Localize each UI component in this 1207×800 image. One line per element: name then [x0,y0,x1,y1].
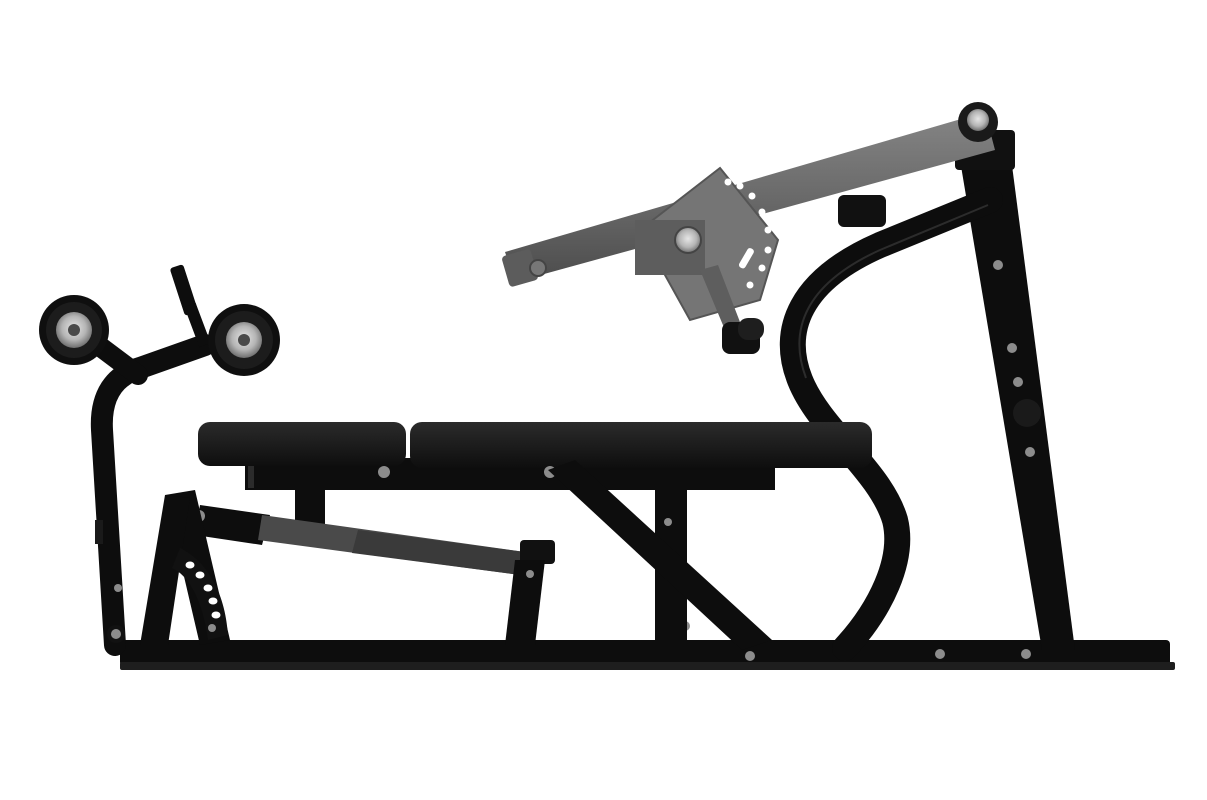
upright-bolt [993,260,1003,270]
foot-roller-right [208,304,280,376]
arm-pivot-bolt [967,109,989,131]
lever-arm [502,102,998,354]
seat-assembly [198,422,872,650]
plate-hub [674,226,702,254]
upright-bolt [1013,377,1023,387]
base-frame [120,621,1175,670]
upright-bolt [1007,343,1017,353]
arm-end-cap [529,259,547,277]
back-pad [410,422,872,468]
arm-bumper [838,195,886,227]
foot-roller-left [39,295,109,365]
base-bolt [935,649,945,659]
pad-bolt [378,466,390,478]
upright-knob [1013,399,1041,427]
upright-bolt [1025,447,1035,457]
leg-linkage [140,490,555,645]
base-bolt [1021,649,1031,659]
seat-pad [198,422,406,466]
base-bolt [745,651,755,661]
